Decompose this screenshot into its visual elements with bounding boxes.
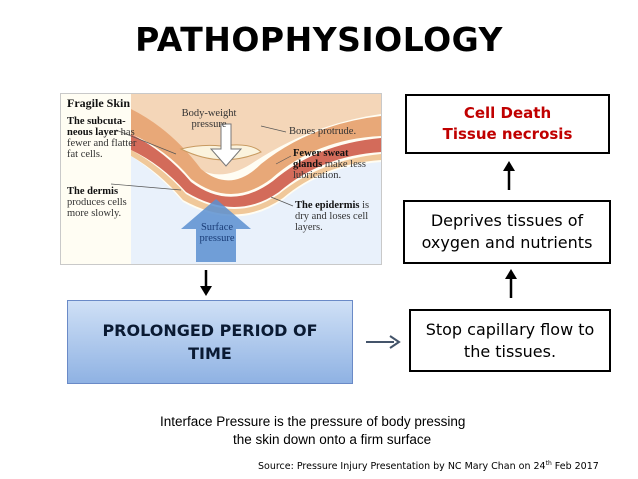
deprives-tissues-box: Deprives tissues of oxygen and nutrients [403, 200, 611, 264]
cell-death-box: Cell Death Tissue necrosis [405, 94, 610, 154]
deprives-line2: oxygen and nutrients [405, 232, 609, 254]
right-arrow [364, 332, 402, 352]
up-arrow-bottom [502, 268, 520, 300]
down-arrow [198, 268, 214, 298]
up-arrow-top [500, 160, 518, 192]
sweat-glands-label: Fewer sweat glands make less lubrication… [293, 148, 379, 181]
stop-line1: Stop capillary flow to [411, 319, 609, 341]
dermis-label: The dermis produces cells more slowly. [67, 186, 133, 219]
cell-death-text: Cell Death [407, 103, 608, 124]
body-weight-label: Body-weight pressure [179, 108, 239, 130]
caption-line1: Interface Pressure is the pressure of bo… [160, 413, 520, 431]
source-citation: Source: Pressure Injury Presentation by … [258, 460, 599, 472]
caption-line2: the skin down onto a firm surface [160, 431, 520, 449]
prolonged-period-box: PROLONGED PERIOD OF TIME [67, 300, 353, 384]
bones-label: Bones protrude. [289, 126, 356, 137]
tissue-necrosis-text: Tissue necrosis [407, 124, 608, 145]
fragile-skin-illustration: Fragile Skin The subcuta-neous layer has… [60, 93, 382, 265]
figure-heading: Fragile Skin [67, 96, 130, 110]
stop-capillary-flow-box: Stop capillary flow to the tissues. [409, 309, 611, 372]
prolonged-line1: PROLONGED PERIOD OF [68, 319, 352, 342]
deprives-line1: Deprives tissues of [405, 210, 609, 232]
interface-pressure-caption: Interface Pressure is the pressure of bo… [160, 413, 520, 449]
prolonged-line2: TIME [68, 342, 352, 365]
epidermis-label: The epidermis is dry and loses cell laye… [295, 200, 377, 233]
page-title: PATHOPHYSIOLOGY [0, 20, 638, 59]
stop-line2: the tissues. [411, 341, 609, 363]
subcutaneous-label: The subcuta-neous layer has fewer and fl… [67, 116, 137, 160]
surface-pressure-label: Surface pressure [195, 222, 239, 244]
